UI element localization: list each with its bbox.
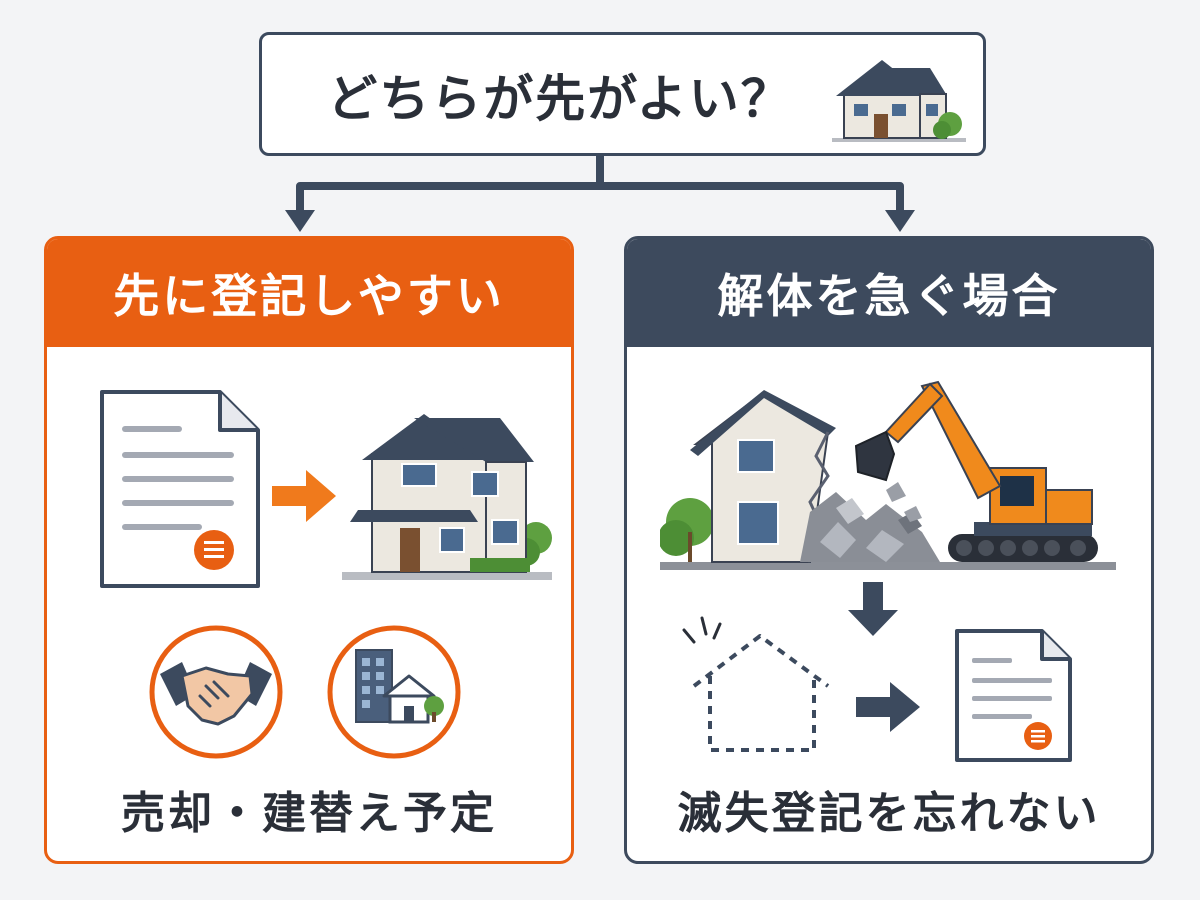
arrow-right-head <box>885 210 915 232</box>
arrow-right-icon <box>856 682 920 732</box>
question-text: どちらが先がよい？ <box>327 70 793 128</box>
left-panel-title: 先に登記しやすい <box>47 239 571 347</box>
arrow-down-icon <box>848 582 898 636</box>
document-icon <box>100 390 260 588</box>
house-icon <box>832 60 966 142</box>
left-panel-caption: 売却・建替え予定 <box>121 788 497 839</box>
building-house-icon <box>327 625 461 759</box>
arrow-right-icon <box>272 470 336 522</box>
handshake-icon <box>149 625 283 759</box>
right-panel-caption: 滅失登記を忘れない <box>677 788 1101 839</box>
arrow-left-head <box>285 210 315 232</box>
document-icon <box>955 629 1072 762</box>
demolition-scene-icon <box>660 380 1116 570</box>
demolished-house-outline-icon <box>682 616 830 752</box>
right-panel-title: 解体を急ぐ場合 <box>627 239 1151 347</box>
house-icon <box>342 414 552 580</box>
